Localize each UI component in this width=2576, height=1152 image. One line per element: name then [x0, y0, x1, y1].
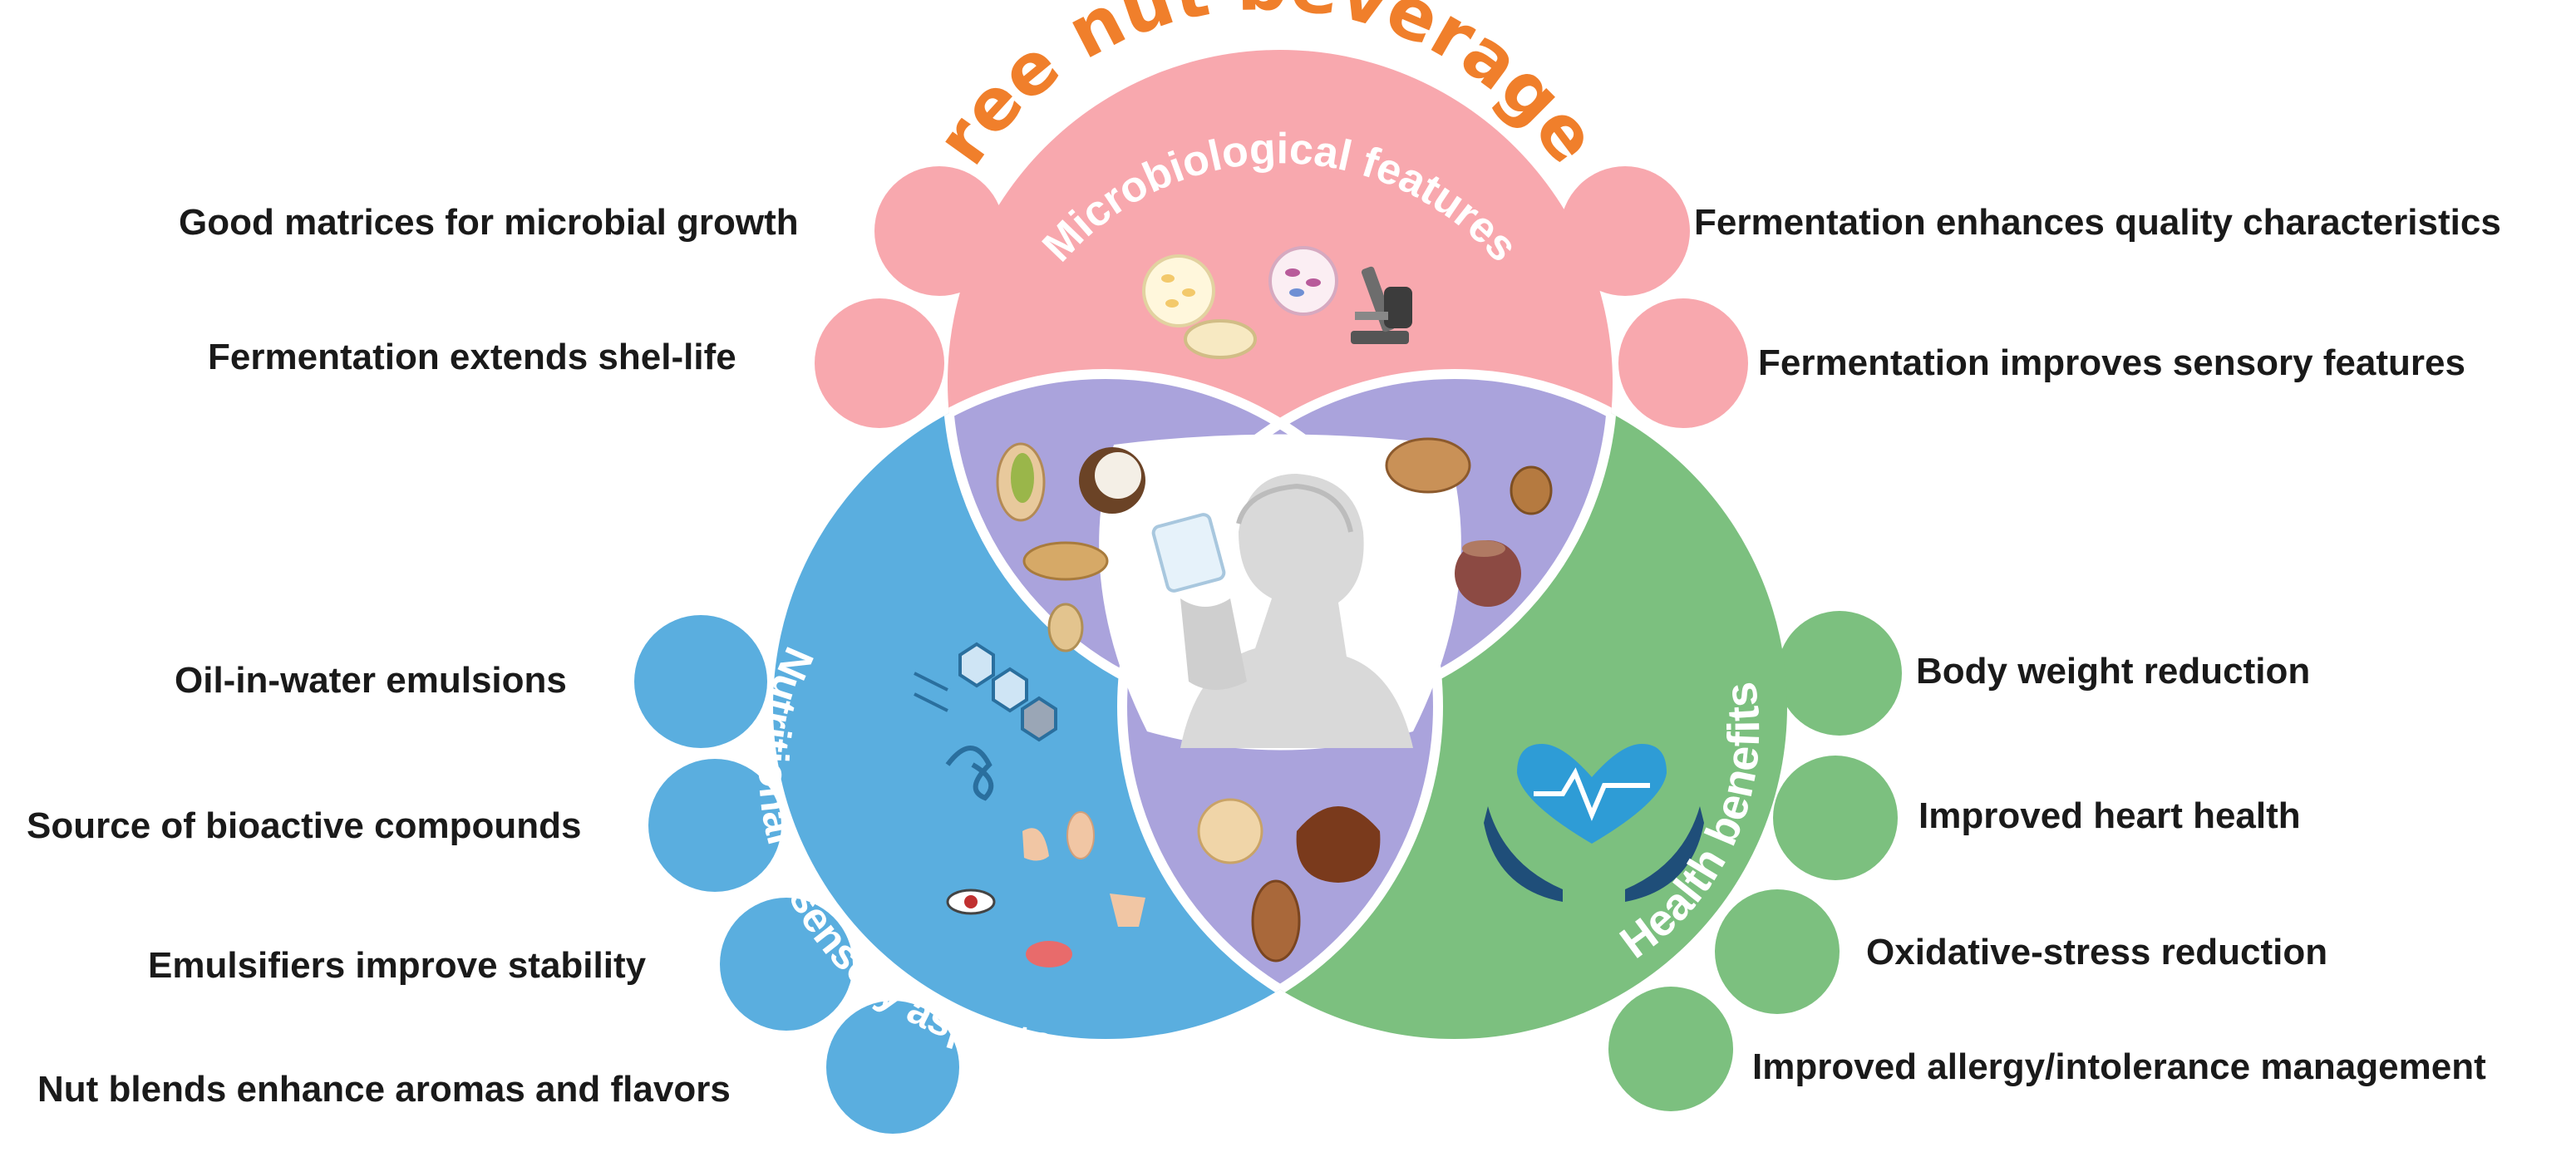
almond-small-icon: [1047, 603, 1084, 652]
label-allergy-management: Improved allergy/intolerance management: [1752, 1046, 2486, 1087]
label-sensory-features: Fermentation improves sensory features: [1758, 342, 2465, 383]
protein-strand-icon: [945, 746, 994, 801]
hazelnut-icon: [1455, 540, 1521, 607]
label-emulsifiers: Emulsifiers improve stability: [148, 945, 647, 986]
eye-icon: [946, 889, 996, 915]
macadamia-icon: [1197, 798, 1263, 864]
label-bioactive-compounds: Source of bioactive compounds: [27, 805, 581, 846]
label-quality-characteristics: Fermentation enhances quality characteri…: [1694, 202, 2501, 243]
right-bottom-labels: Body weight reduction Improved heart hea…: [1752, 651, 2486, 1087]
walnut-kernel-icon: [1510, 465, 1553, 515]
nose-icon: [1022, 828, 1049, 861]
chestnut-icon: [1296, 806, 1381, 883]
pistachio-icon: [996, 442, 1046, 522]
molecule-icon: [914, 642, 1057, 742]
petri-dish-icon: [1142, 254, 1257, 359]
right-bottom-bubbles: [1608, 611, 1902, 1111]
left-bottom-labels: Oil-in-water emulsions Source of bioacti…: [27, 660, 731, 1110]
left-top-labels: Good matrices for microbial growth Ferme…: [179, 202, 799, 377]
walnut-shell-icon: [1385, 437, 1471, 494]
person-drinking-icon: [1151, 474, 1413, 748]
peanut-icon: [1022, 541, 1109, 581]
heart-hands-icon: [1484, 744, 1704, 902]
almond-icon: [1251, 879, 1301, 962]
right-top-labels: Fermentation enhances quality characteri…: [1694, 202, 2501, 383]
label-shelf-life: Fermentation extends shel-life: [208, 337, 736, 377]
label-microbial-growth: Good matrices for microbial growth: [179, 202, 799, 243]
microscope-icon: [1351, 266, 1412, 344]
left-bottom-bubbles: [634, 615, 959, 1134]
label-emulsions: Oil-in-water emulsions: [175, 660, 567, 701]
ear-icon: [1066, 811, 1095, 859]
label-oxidative-stress: Oxidative-stress reduction: [1866, 932, 2327, 972]
hand-icon: [1110, 894, 1145, 927]
right-top-bubbles: [1560, 166, 1748, 428]
bacteria-dish-icon: [1268, 246, 1338, 316]
coconut-icon: [1079, 447, 1145, 514]
label-nut-blends: Nut blends enhance aromas and flavors: [37, 1069, 731, 1110]
label-heart-health: Improved heart health: [1918, 795, 2301, 836]
tongue-icon: [1026, 941, 1072, 967]
label-body-weight: Body weight reduction: [1916, 651, 2310, 692]
